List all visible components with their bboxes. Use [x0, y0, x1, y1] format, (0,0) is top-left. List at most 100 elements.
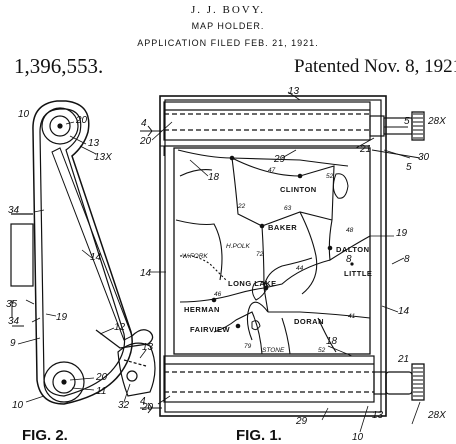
- ref-28x-bottom: 28X: [427, 410, 446, 421]
- fig2-clip-bracket: [10, 223, 34, 287]
- fig2-ref-13x: 13X: [94, 152, 112, 163]
- ref-8-right: 8: [404, 254, 410, 265]
- dot-little: [350, 262, 354, 266]
- ref-18-top: 18: [208, 172, 220, 183]
- ref-18-bottom: 18: [326, 336, 338, 347]
- road-48: 48: [346, 227, 354, 234]
- dot-baker: [259, 223, 265, 229]
- fig2-handle-plate: [117, 342, 156, 397]
- dot-clinton: [297, 173, 303, 179]
- fig2-top-roller-outer: [41, 107, 79, 145]
- fig2-top-roller-inner: [49, 115, 71, 137]
- patent-number: 1,396,553.: [14, 54, 104, 78]
- ref-29-bottom: 29: [295, 416, 308, 427]
- inventor-name: J. J. BOVY.: [190, 4, 266, 16]
- fig2-ref-13-bottom: 13: [142, 342, 154, 353]
- fig1-bottom-roller: [163, 355, 375, 403]
- town-longlake: LONG LAKE: [228, 279, 277, 288]
- lake-east: [332, 173, 349, 199]
- fig2-top-roller-pin: [57, 123, 63, 129]
- dot-fairview: [235, 323, 241, 329]
- ref-4-top: 4: [141, 118, 147, 129]
- fig1-top-knob: [411, 111, 425, 141]
- road-wfork: W.FORK: [182, 253, 208, 260]
- dot-north: [229, 155, 235, 161]
- ref-5-bottom: 5: [406, 162, 412, 173]
- fig2-bottom-roller-inner: [52, 370, 76, 394]
- fig2-inner-band: [39, 108, 126, 397]
- road-22: 22: [237, 203, 246, 210]
- fig2-ref-34-bottom: 34: [8, 316, 20, 327]
- fig1-top-roller: [163, 101, 371, 141]
- ref-4-bottom: 4: [140, 396, 146, 407]
- road-79: 79: [244, 343, 252, 350]
- fig2-pin-32: [126, 370, 138, 382]
- dot-dalton: [327, 245, 333, 251]
- map-lakes: [251, 173, 349, 331]
- road-63: 63: [284, 205, 292, 212]
- fig2-ref-11: 11: [96, 386, 106, 397]
- road-72: 72: [256, 251, 264, 258]
- figure-1-drawing: [140, 95, 425, 417]
- fig2-ref-10-bottom: 10: [12, 400, 24, 411]
- patented-date: Patented Nov. 8, 1921.: [294, 56, 456, 77]
- lake-small: [251, 320, 261, 331]
- fig1-bottom-knob: [411, 363, 425, 401]
- fig1-frame-inner: [164, 99, 382, 413]
- ref-20-bottom: 20: [141, 402, 154, 413]
- road-47: 47: [268, 167, 276, 174]
- ref-5-top: 5: [404, 116, 410, 127]
- ref-30: 30: [418, 152, 430, 163]
- figure-2-drawing: [10, 100, 156, 405]
- road-52-south: 52: [318, 347, 326, 354]
- fig1-frame-outer: [159, 95, 387, 417]
- fig2-ref-9: 9: [10, 338, 16, 349]
- town-baker: BAKER: [268, 223, 297, 232]
- fig1-bottom-knob-collar: [385, 371, 413, 395]
- fig2-ref-14: 14: [90, 252, 102, 263]
- road-hpolk: H.POLK: [226, 243, 251, 250]
- road-44: 44: [296, 265, 304, 272]
- dot-longlake: [263, 285, 269, 291]
- dot-herman: [211, 297, 217, 303]
- road-52-north: 52: [326, 173, 334, 180]
- fig2-ref-12: 12: [114, 322, 126, 333]
- ref-19: 19: [396, 228, 408, 239]
- ref-14-left: 14: [140, 268, 152, 279]
- fig1-bottom-knob-shaft: [373, 371, 387, 395]
- ref-28x-top: 28X: [427, 116, 446, 127]
- fig2-ref-19: 19: [56, 312, 68, 323]
- fig2-ref-34-top: 34: [8, 205, 20, 216]
- ref-29-top: 29: [273, 154, 286, 165]
- town-fairview: FAIRVIEW: [190, 325, 231, 334]
- fig2-bottom-roller-outer: [43, 361, 85, 403]
- town-herman: HERMAN: [184, 305, 220, 314]
- road-41: 41: [348, 313, 356, 320]
- fig2-ref-35: 35: [6, 299, 18, 310]
- road-46: 46: [214, 291, 222, 298]
- town-little: LITTLE: [344, 269, 372, 278]
- caption-fig2: FIG. 2.: [22, 427, 68, 444]
- fig1-top-knob-shaft: [369, 115, 385, 137]
- fig2-outer-band: [32, 100, 133, 405]
- fig2-ref-32: 32: [118, 400, 130, 411]
- map-town-dots: [211, 155, 354, 329]
- town-dalton: DALTON: [336, 245, 370, 254]
- road-stone: STONE: [262, 347, 285, 354]
- caption-fig1: FIG. 1.: [236, 427, 282, 444]
- fig2-ref-10-top: 10: [18, 109, 30, 120]
- lake-long: [251, 280, 269, 301]
- application-date: APPLICATION FILED FEB. 21, 1921.: [137, 38, 319, 48]
- patent-title: MAP HOLDER.: [191, 21, 265, 31]
- fig2-bottom-roller-pin: [61, 379, 67, 385]
- ref-21-bottom: 21: [397, 354, 409, 365]
- fig1-map-window: [173, 147, 371, 355]
- patent-drawing: CLINTON BAKER DALTON LITTLE LONG LAKE HE…: [6, 86, 446, 444]
- ref-20-top: 20: [139, 136, 152, 147]
- ref-13-top: 13: [288, 86, 300, 97]
- ref-13-bottom: 13: [372, 410, 384, 421]
- fig2-ref-20-top: 20: [75, 115, 88, 126]
- ref-10-bottom: 10: [352, 432, 364, 443]
- fig2-ref-13: 13: [88, 138, 100, 149]
- ref-14-right: 14: [398, 306, 410, 317]
